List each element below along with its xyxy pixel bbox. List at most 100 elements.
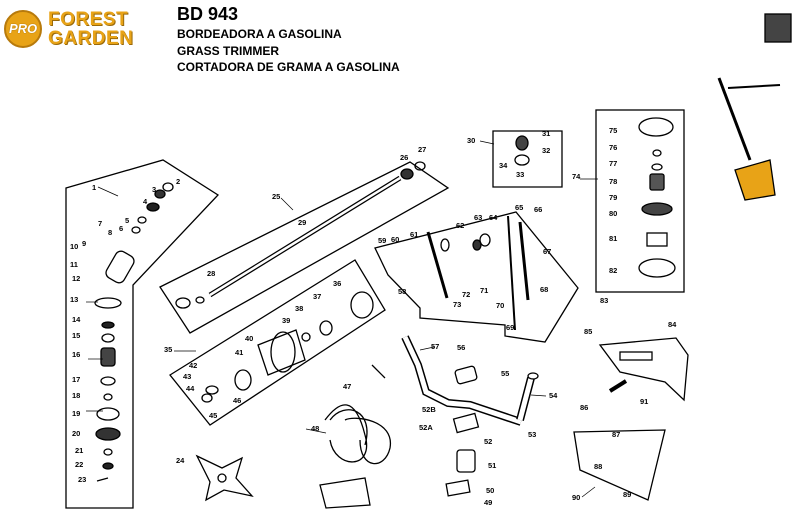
part-callout-69: 69 (506, 323, 514, 332)
brand-logo: PRO FOREST GARDEN (4, 8, 166, 48)
part-callout-83: 83 (600, 296, 608, 305)
part-callout-85: 85 (584, 327, 592, 336)
brand-name-forest: FOREST (48, 9, 129, 30)
part-callout-22: 22 (75, 460, 83, 469)
part-callout-56: 56 (457, 343, 465, 352)
part-callout-62: 62 (456, 221, 464, 230)
part-callout-90: 90 (572, 493, 580, 502)
trimmer-head-outline (595, 109, 685, 293)
part-callout-67: 67 (543, 247, 551, 256)
part-callout-78: 78 (609, 177, 617, 186)
part-callout-36: 36 (333, 279, 341, 288)
part-callout-88: 88 (594, 462, 602, 471)
part-callout-65: 65 (515, 203, 523, 212)
part-callout-19: 19 (72, 409, 80, 418)
part-callout-61: 61 (410, 230, 418, 239)
part-callout-82: 82 (609, 266, 617, 275)
part-callout-17: 17 (72, 375, 80, 384)
part-callout-21: 21 (75, 446, 83, 455)
part-callout-91: 91 (640, 397, 648, 406)
part-callout-77: 77 (609, 159, 617, 168)
part-callout-72: 72 (462, 290, 470, 299)
part-callout-68: 68 (540, 285, 548, 294)
part-callout-20: 20 (72, 429, 80, 438)
subtitle-spanish: BORDEADORA A GASOLINA (177, 27, 342, 41)
part-callout-87: 87 (612, 430, 620, 439)
part-callout-18: 18 (72, 391, 80, 400)
subtitle-portuguese: CORTADORA DE GRAMA A GASOLINA (177, 60, 400, 74)
part-callout-70: 70 (496, 301, 504, 310)
part-callout-55: 55 (501, 369, 509, 378)
model-title: BD 943 (177, 4, 239, 24)
part-callout-58: 58 (398, 287, 406, 296)
part-callout-9: 9 (82, 239, 86, 248)
part-callout-32: 32 (542, 146, 550, 155)
part-callout-60: 60 (391, 235, 399, 244)
part-callout-79: 79 (609, 193, 617, 202)
part-callout-35: 35 (164, 345, 172, 354)
part-callout-3: 3 (152, 185, 156, 194)
part-callout-14: 14 (72, 315, 81, 324)
part-callout-52a: 52A (419, 423, 433, 432)
part-callout-66: 66 (534, 205, 542, 214)
part-callout-59: 59 (378, 236, 386, 245)
part-callout-28: 28 (207, 269, 215, 278)
part-callout-74: 74 (572, 172, 581, 181)
part-callout-75: 75 (609, 126, 617, 135)
part-callout-24: 24 (176, 456, 185, 465)
part-callout-46: 46 (233, 396, 241, 405)
part-callout-53: 53 (528, 430, 536, 439)
part-callout-89: 89 (623, 490, 631, 499)
part-callout-7: 7 (98, 219, 102, 228)
part-callout-76: 76 (609, 143, 617, 152)
part-callout-45: 45 (209, 411, 217, 420)
part-callout-80: 80 (609, 209, 617, 218)
part-callout-10: 10 (70, 242, 78, 251)
part-callout-43: 43 (183, 372, 191, 381)
part-callout-26: 26 (400, 153, 408, 162)
part-callout-6: 6 (119, 224, 123, 233)
brand-name-garden: GARDEN (48, 28, 134, 49)
part-callout-4: 4 (143, 197, 148, 206)
clutch-group-outline (169, 259, 386, 426)
part-callout-42: 42 (189, 361, 197, 370)
part-callout-64: 64 (489, 213, 498, 222)
shaft-group-outline (159, 161, 450, 334)
part-callout-16: 16 (72, 350, 80, 359)
part-callout-63: 63 (474, 213, 482, 222)
part-callout-2: 2 (176, 177, 180, 186)
pro-badge-text: PRO (9, 21, 38, 36)
part-callout-29: 29 (298, 218, 306, 227)
part-callout-1: 1 (92, 183, 96, 192)
part-callout-34: 34 (499, 161, 508, 170)
throttle-lever-outline (492, 130, 563, 188)
part-callout-84: 84 (668, 320, 677, 329)
part-callout-5: 5 (125, 216, 129, 225)
part-callout-54: 54 (549, 391, 558, 400)
subtitle-english: GRASS TRIMMER (177, 44, 279, 58)
part-callout-39: 39 (282, 316, 290, 325)
part-callout-47: 47 (343, 382, 351, 391)
part-callout-57: 57 (431, 342, 439, 351)
part-callout-23: 23 (78, 475, 86, 484)
part-callout-86: 86 (580, 403, 588, 412)
part-callout-13: 13 (70, 295, 78, 304)
part-callout-31: 31 (542, 129, 550, 138)
part-callout-73: 73 (453, 300, 461, 309)
part-callout-8: 8 (108, 228, 112, 237)
part-callout-41: 41 (235, 348, 243, 357)
part-callout-71: 71 (480, 286, 488, 295)
part-callout-38: 38 (295, 304, 303, 313)
throttle-group-outline (374, 211, 579, 343)
part-callout-49: 49 (484, 498, 492, 507)
part-callout-48: 48 (311, 424, 319, 433)
part-callout-81: 81 (609, 234, 617, 243)
part-callout-12: 12 (72, 274, 80, 283)
part-callout-51: 51 (488, 461, 496, 470)
part-callout-40: 40 (245, 334, 253, 343)
part-callout-37: 37 (313, 292, 321, 301)
part-callout-52: 52 (484, 437, 492, 446)
part-callout-15: 15 (72, 331, 80, 340)
